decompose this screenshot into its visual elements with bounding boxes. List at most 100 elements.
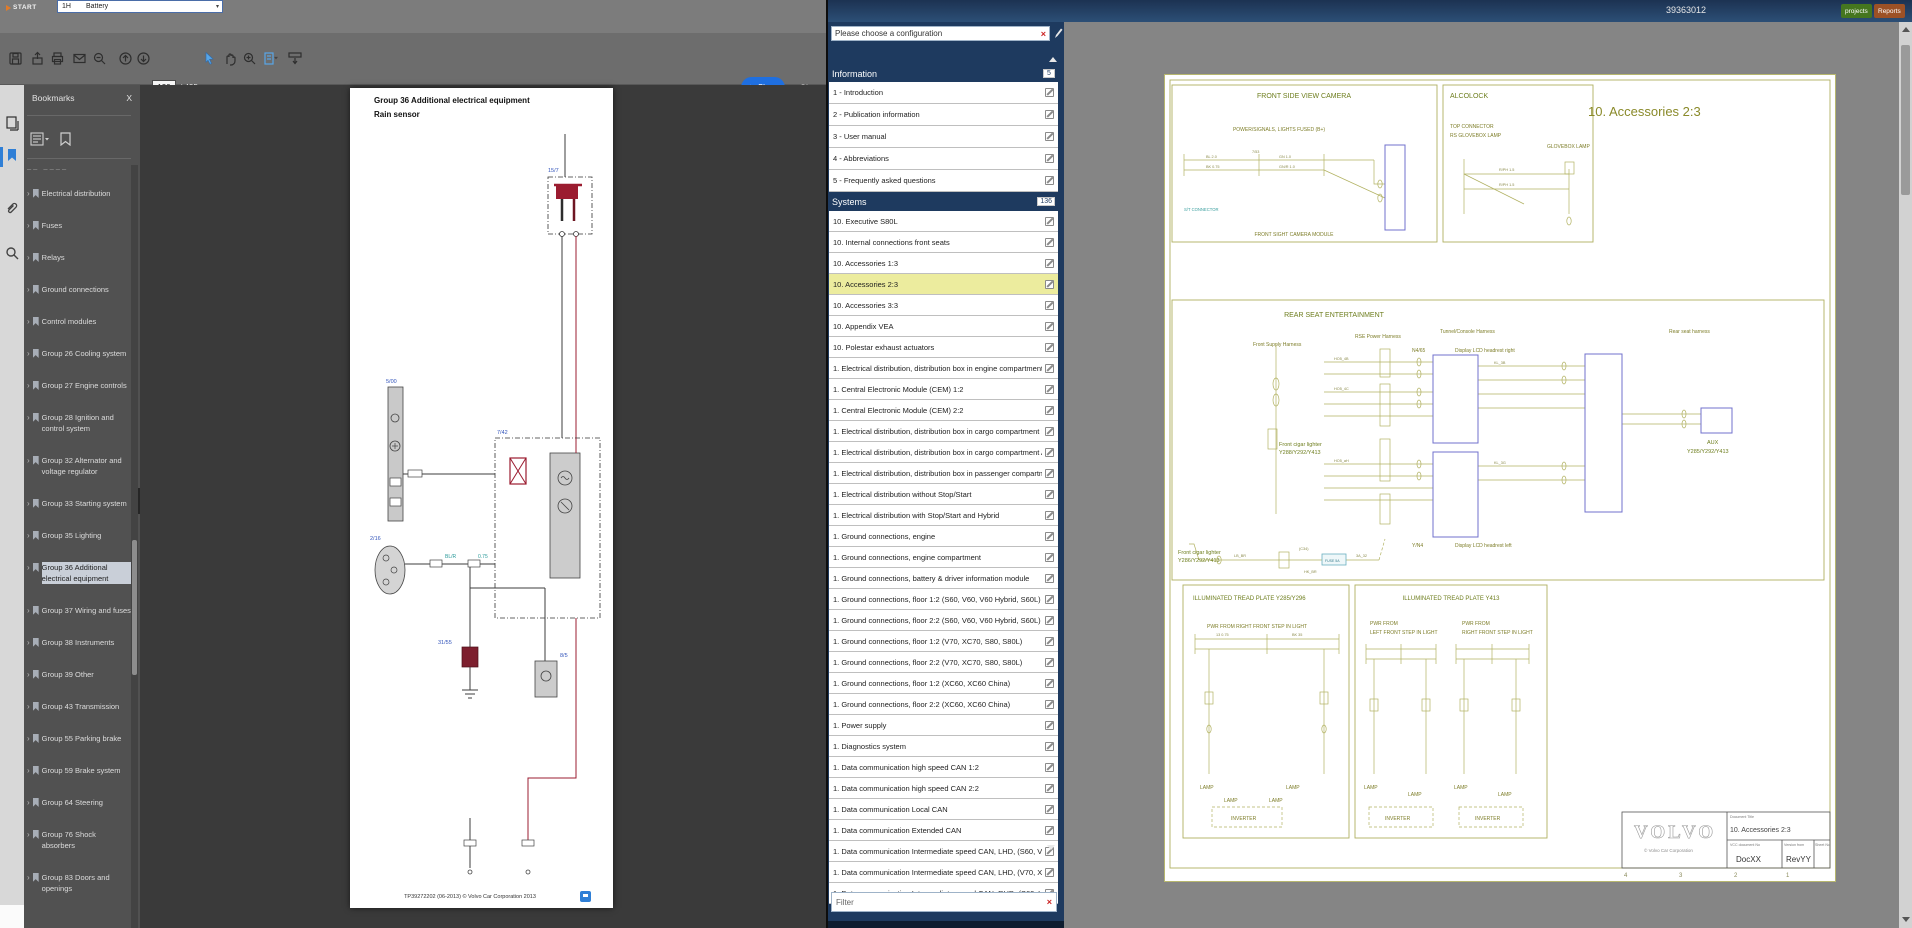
sidebar-scroll-up-icon[interactable] — [1049, 57, 1057, 62]
bookmark-item[interactable]: ›Group 76 Shock absorbers — [27, 829, 131, 851]
system-item[interactable]: 10. Accessories 3:3 — [829, 295, 1058, 316]
open-item-icon[interactable] — [1045, 280, 1054, 289]
bookmark-item[interactable]: ›Group 59 Brake system — [27, 765, 131, 776]
bookmark-item[interactable]: ›Group 37 Wiring and fuses — [27, 605, 131, 616]
system-item[interactable]: 1. Data communication Extended CAN — [829, 820, 1058, 841]
open-item-icon[interactable] — [1045, 301, 1054, 310]
open-item-icon[interactable] — [1045, 154, 1054, 163]
save-button[interactable] — [6, 47, 24, 69]
filter-input[interactable]: Filter × — [831, 892, 1057, 912]
clear-filter-icon[interactable]: × — [1047, 897, 1052, 907]
open-item-icon[interactable] — [1045, 406, 1054, 415]
system-item[interactable]: 1. Ground connections, floor 1:2 (XC60, … — [829, 673, 1058, 694]
bookmark-item[interactable]: ›Group 43 Transmission — [27, 701, 131, 712]
system-item[interactable]: 10. Polestar exhaust actuators — [829, 337, 1058, 358]
system-item[interactable]: 1. Electrical distribution, distribution… — [829, 421, 1058, 442]
new-bookmark-icon[interactable] — [60, 132, 72, 151]
open-item-icon[interactable] — [1045, 595, 1054, 604]
bookmarks-tab-icon[interactable] — [4, 147, 20, 163]
bookmark-item[interactable]: ›Group 64 Steering — [27, 797, 131, 808]
system-item[interactable]: 1. Ground connections, floor 1:2 (V70, X… — [829, 631, 1058, 652]
open-item-icon[interactable] — [1045, 176, 1054, 185]
open-item-icon[interactable] — [1045, 385, 1054, 394]
system-item[interactable]: 1. Ground connections, floor 2:2 (V70, X… — [829, 652, 1058, 673]
page-down-button[interactable] — [134, 47, 152, 69]
presentation-button[interactable] — [286, 47, 304, 69]
system-item[interactable]: 10. Accessories 1:3 — [829, 253, 1058, 274]
system-item[interactable]: 1. Diagnostics system — [829, 736, 1058, 757]
hand-tool-icon[interactable] — [220, 47, 238, 69]
open-item-icon[interactable] — [1045, 553, 1054, 562]
page-up-button[interactable] — [116, 47, 134, 69]
zoom-in-button[interactable] — [240, 47, 258, 69]
configuration-select[interactable]: Please choose a configuration × — [831, 26, 1050, 41]
bookmark-item[interactable]: ›Group 39 Other — [27, 669, 131, 680]
bookmarks-close-button[interactable]: X — [126, 93, 132, 103]
attachments-tab-icon[interactable] — [4, 200, 20, 216]
scroll-up-icon[interactable] — [1902, 27, 1910, 32]
bookmark-item[interactable]: ›Control modules — [27, 316, 131, 327]
sidebar-scroll-down-icon[interactable] — [1047, 845, 1055, 850]
open-item-icon[interactable] — [1045, 784, 1054, 793]
system-item[interactable]: 1. Data communication high speed CAN 2:2 — [829, 778, 1058, 799]
system-item[interactable]: 1. Data communication Local CAN — [829, 799, 1058, 820]
bookmark-item[interactable]: ›Electrical distribution — [27, 188, 131, 199]
page-view-button[interactable] — [262, 47, 280, 69]
system-item[interactable]: 1. Electrical distribution, distribution… — [829, 442, 1058, 463]
open-item-icon[interactable] — [1045, 532, 1054, 541]
bookmark-item-partial[interactable]: ‒‒ ‒‒‒‒ — [27, 163, 131, 174]
bookmark-item[interactable]: ›Group 32 Alternator and voltage regulat… — [27, 455, 131, 477]
open-item-icon[interactable] — [1045, 574, 1054, 583]
reports-button[interactable]: Reports — [1874, 4, 1905, 18]
clear-configuration-icon[interactable]: × — [1041, 29, 1046, 39]
system-item[interactable]: 1. Data communication Intermediate speed… — [829, 841, 1058, 862]
open-item-icon[interactable] — [1045, 763, 1054, 772]
open-item-icon[interactable] — [1045, 490, 1054, 499]
email-button[interactable] — [70, 47, 88, 69]
system-item[interactable]: 1. Electrical distribution, distribution… — [829, 463, 1058, 484]
open-item-icon[interactable] — [1045, 658, 1054, 667]
projects-button[interactable]: projects — [1841, 4, 1872, 18]
system-item[interactable]: 1. Data communication high speed CAN 1:2 — [829, 757, 1058, 778]
open-item-icon[interactable] — [1045, 721, 1054, 730]
system-item[interactable]: 1. Central Electronic Module (CEM) 2:2 — [829, 400, 1058, 421]
bookmarks-scrollbar-thumb[interactable] — [132, 540, 137, 675]
system-item[interactable]: 1. Electrical distribution, distribution… — [829, 358, 1058, 379]
system-item[interactable]: 10. Executive S80L — [829, 211, 1058, 232]
export-button[interactable] — [28, 47, 46, 69]
edit-configuration-icon[interactable] — [1053, 27, 1062, 39]
open-item-icon[interactable] — [1045, 217, 1054, 226]
search-tab-icon[interactable] — [4, 245, 20, 261]
system-item[interactable]: 1. Electrical distribution with Stop/Sta… — [829, 505, 1058, 526]
information-header[interactable]: Information 5 — [829, 66, 1058, 81]
bookmark-item[interactable]: ›Group 26 Cooling system — [27, 348, 131, 359]
info-item[interactable]: 5 - Frequently asked questions — [829, 170, 1058, 192]
bookmark-item[interactable]: ›Group 55 Parking brake — [27, 733, 131, 744]
system-item[interactable]: 1. Data communication Intermediate speed… — [829, 862, 1058, 883]
system-item[interactable]: 1. Power supply — [829, 715, 1058, 736]
bookmark-item[interactable]: ›Group 38 Instruments — [27, 637, 131, 648]
system-item[interactable]: 1. Ground connections, engine — [829, 526, 1058, 547]
open-item-icon[interactable] — [1045, 427, 1054, 436]
system-item[interactable]: 1. Central Electronic Module (CEM) 1:2 — [829, 379, 1058, 400]
info-item[interactable]: 3 - User manual — [829, 126, 1058, 148]
bookmark-item[interactable]: ›Group 27 Engine controls — [27, 380, 131, 391]
system-item[interactable]: 1. Ground connections, floor 1:2 (S60, V… — [829, 589, 1058, 610]
system-item[interactable]: 1. Electrical distribution without Stop/… — [829, 484, 1058, 505]
system-item[interactable]: 1. Ground connections, battery & driver … — [829, 568, 1058, 589]
scroll-down-icon[interactable] — [1902, 917, 1910, 922]
systems-header[interactable]: Systems 136 — [829, 193, 1058, 210]
open-item-icon[interactable] — [1045, 868, 1054, 877]
open-item-icon[interactable] — [1045, 132, 1054, 141]
open-item-icon[interactable] — [1045, 637, 1054, 646]
options-menu-icon[interactable] — [30, 132, 50, 151]
open-item-icon[interactable] — [1045, 826, 1054, 835]
pages-tab-icon[interactable] — [4, 115, 20, 131]
select-tool-icon[interactable] — [200, 47, 218, 69]
bookmark-item[interactable]: ›Relays — [27, 252, 131, 263]
system-item[interactable]: 10. Appendix VEA — [829, 316, 1058, 337]
bookmark-item[interactable]: ›Group 33 Starting system — [27, 498, 131, 509]
info-item[interactable]: 2 - Publication information — [829, 104, 1058, 126]
bookmark-item-selected[interactable]: ›Group 36 Additional electrical equipmen… — [27, 562, 131, 584]
open-item-icon[interactable] — [1045, 110, 1054, 119]
